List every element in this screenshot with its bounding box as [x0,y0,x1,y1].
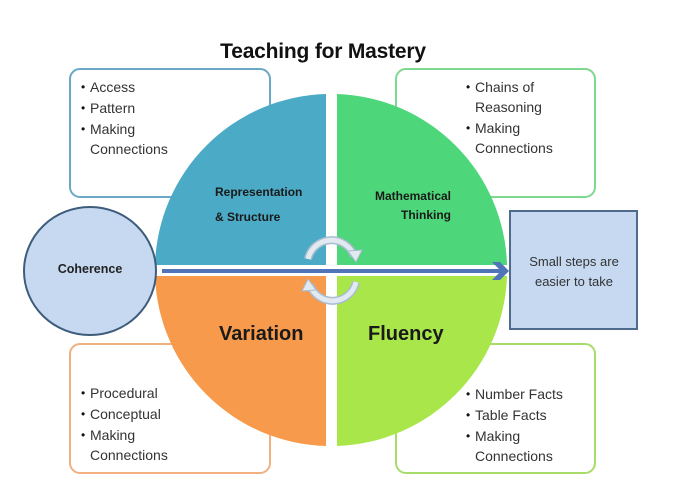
list-representation: Access Pattern Making Connections [81,77,200,160]
list-item: Chains of Reasoning [466,77,570,117]
list-item-text: Pattern [90,100,136,116]
list-item: Number Facts [466,384,585,404]
list-item: Making Connections [466,426,585,466]
label-representation-structure: Representation & Structure [215,180,302,230]
list-item-text: Conceptual [90,406,161,422]
list-fluency: Number Facts Table Facts Making Connecti… [466,384,585,467]
list-item-text: Making Connections [90,121,168,157]
list-item: Making Connections [81,119,200,159]
quadrant-representation [155,94,326,265]
list-item: Making Connections [466,118,570,158]
list-item: Table Facts [466,405,585,425]
quadrant-fluency [337,276,507,446]
label-line: Thinking [401,208,451,222]
list-item-text: Making Connections [475,120,553,156]
quadrant-mathematical-thinking [337,94,507,265]
text-line: easier to take [534,274,614,289]
right-arrow-icon [161,262,509,280]
coherence-circle [23,206,157,336]
label-line: & Structure [215,210,281,224]
label-line: Mathematical [374,189,451,203]
label-line: Representation [215,185,303,199]
small-steps-text: Small steps are easier to take [512,252,636,292]
label-mathematical-thinking: Mathematical Thinking [345,184,451,228]
text-line: Small steps are [529,254,619,269]
list-item-text: Number Facts [475,386,563,402]
circular-arrows-icon [301,236,363,305]
list-item: Access [81,77,200,97]
label-variation: Variation [219,323,304,345]
list-item-text: Table Facts [475,407,547,423]
list-item-text: Making Connections [475,428,553,464]
list-item: Making Connections [81,425,200,465]
list-item-text: Making Connections [90,427,168,463]
list-item: Conceptual [81,404,200,424]
list-mathematical-thinking: Chains of Reasoning Making Connections [466,77,570,159]
list-item-text: Access [90,79,136,95]
diagram-title: Teaching for Mastery [220,40,426,63]
quadrant-variation [155,276,326,446]
coherence-label: Coherence [57,262,123,276]
small-steps-box [509,210,638,330]
list-item-text: Chains of Reasoning [475,79,542,115]
list-item: Procedural [81,383,200,403]
label-fluency: Fluency [368,323,444,345]
list-item: Pattern [81,98,200,118]
list-variation: Procedural Conceptual Making Connections [81,383,200,466]
list-item-text: Procedural [90,385,158,401]
